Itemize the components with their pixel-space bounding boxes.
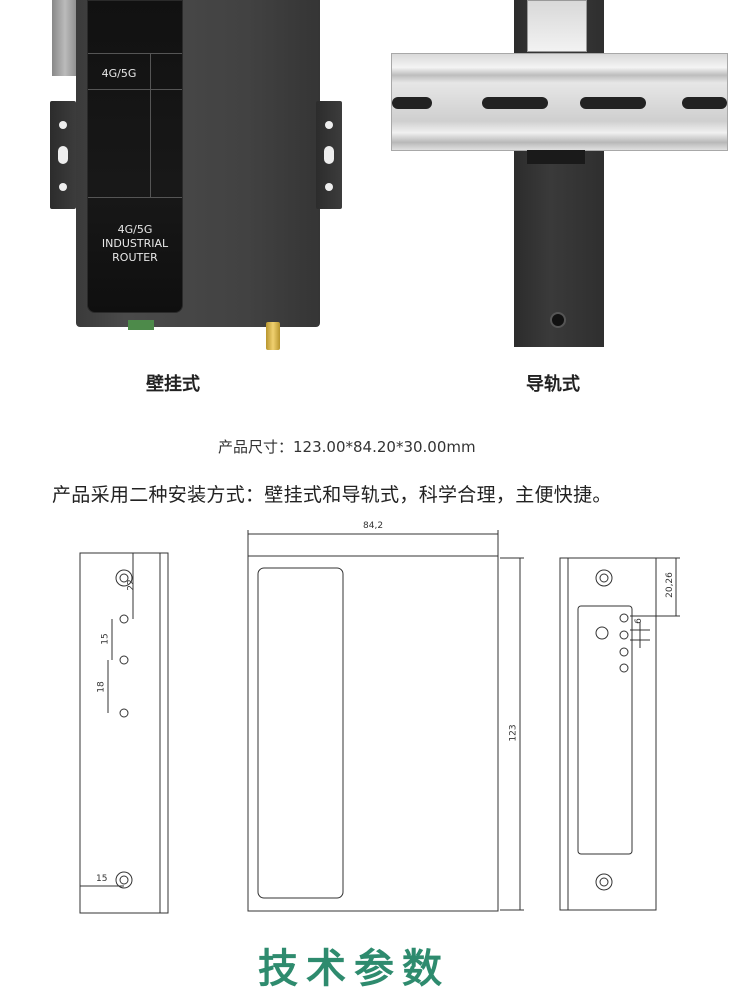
dim-height: 123 — [508, 724, 519, 742]
dim-18: 18 — [96, 681, 107, 693]
led-hole — [619, 647, 629, 657]
rail-slot — [682, 97, 727, 109]
ear-slot — [58, 146, 68, 164]
front-view-outline — [247, 555, 499, 912]
left-mounting-ear — [50, 101, 76, 209]
mount-hole — [115, 569, 133, 587]
product-size-line: 产品尺寸：123.00*84.20*30.00mm — [218, 436, 476, 457]
right-view-outline — [559, 557, 657, 911]
panel-product-label: 4G/5G INDUSTRIAL ROUTER — [88, 223, 182, 265]
antenna-connector — [266, 322, 280, 350]
left-view-outline — [79, 552, 169, 914]
ear-slot — [324, 146, 334, 164]
dim-20-26: 20,26 — [664, 572, 675, 598]
rail-slot — [580, 97, 646, 109]
dim-15-horizontal: 15 — [96, 874, 108, 884]
led-hole — [619, 613, 629, 623]
rail-slot — [482, 97, 548, 109]
mount-hole — [119, 614, 129, 624]
install-description: 产品采用二种安装方式：壁挂式和导轨式，科学合理，主便快捷。 — [52, 484, 612, 506]
front-panel-outline — [257, 567, 344, 899]
mount-hole — [115, 871, 133, 889]
mount-hole — [595, 569, 613, 587]
screw-icon — [550, 312, 566, 328]
ear-hole — [59, 183, 67, 191]
ear-hole — [325, 121, 333, 129]
wall-mount-caption: 壁挂式 — [146, 374, 200, 395]
port-hole — [595, 626, 609, 640]
led-hole — [619, 663, 629, 673]
led-hole — [619, 630, 629, 640]
port-panel-outline — [577, 605, 633, 855]
dim-22: 22 — [126, 579, 137, 591]
rail-slot — [392, 97, 432, 109]
size-label: 产品尺寸： — [218, 438, 294, 456]
router-front-panel: 4G/5G 4G/5G INDUSTRIAL ROUTER — [87, 0, 183, 313]
mount-hole — [119, 708, 129, 718]
panel-line: ROUTER — [112, 251, 158, 264]
panel-line: 4G/5G — [117, 223, 153, 236]
rail-clip-top — [527, 0, 587, 52]
mount-hole — [595, 873, 613, 891]
panel-top-label: 4G/5G — [101, 67, 137, 80]
right-mounting-ear — [316, 101, 342, 209]
dim-width: 84,2 — [363, 521, 384, 531]
size-value: 123.00*84.20*30.00mm — [293, 438, 476, 456]
panel-line: INDUSTRIAL — [101, 237, 169, 250]
terminal-block — [128, 320, 154, 330]
ear-hole — [59, 121, 67, 129]
drawings-svg — [79, 530, 680, 914]
din-rail — [391, 53, 728, 151]
dim-15-vertical: 15 — [100, 633, 111, 645]
dimension-drawings: 22 15 18 15 84,2 123 20,26 6 — [0, 520, 750, 920]
dim-6: 6 — [633, 618, 644, 624]
router-side-connector — [52, 0, 78, 76]
section-title-tech-specs: 技术参数 — [258, 946, 450, 992]
rail-clip-bottom — [527, 150, 585, 164]
mount-hole — [119, 655, 129, 665]
rail-mount-caption: 导轨式 — [526, 374, 580, 395]
ear-hole — [325, 183, 333, 191]
